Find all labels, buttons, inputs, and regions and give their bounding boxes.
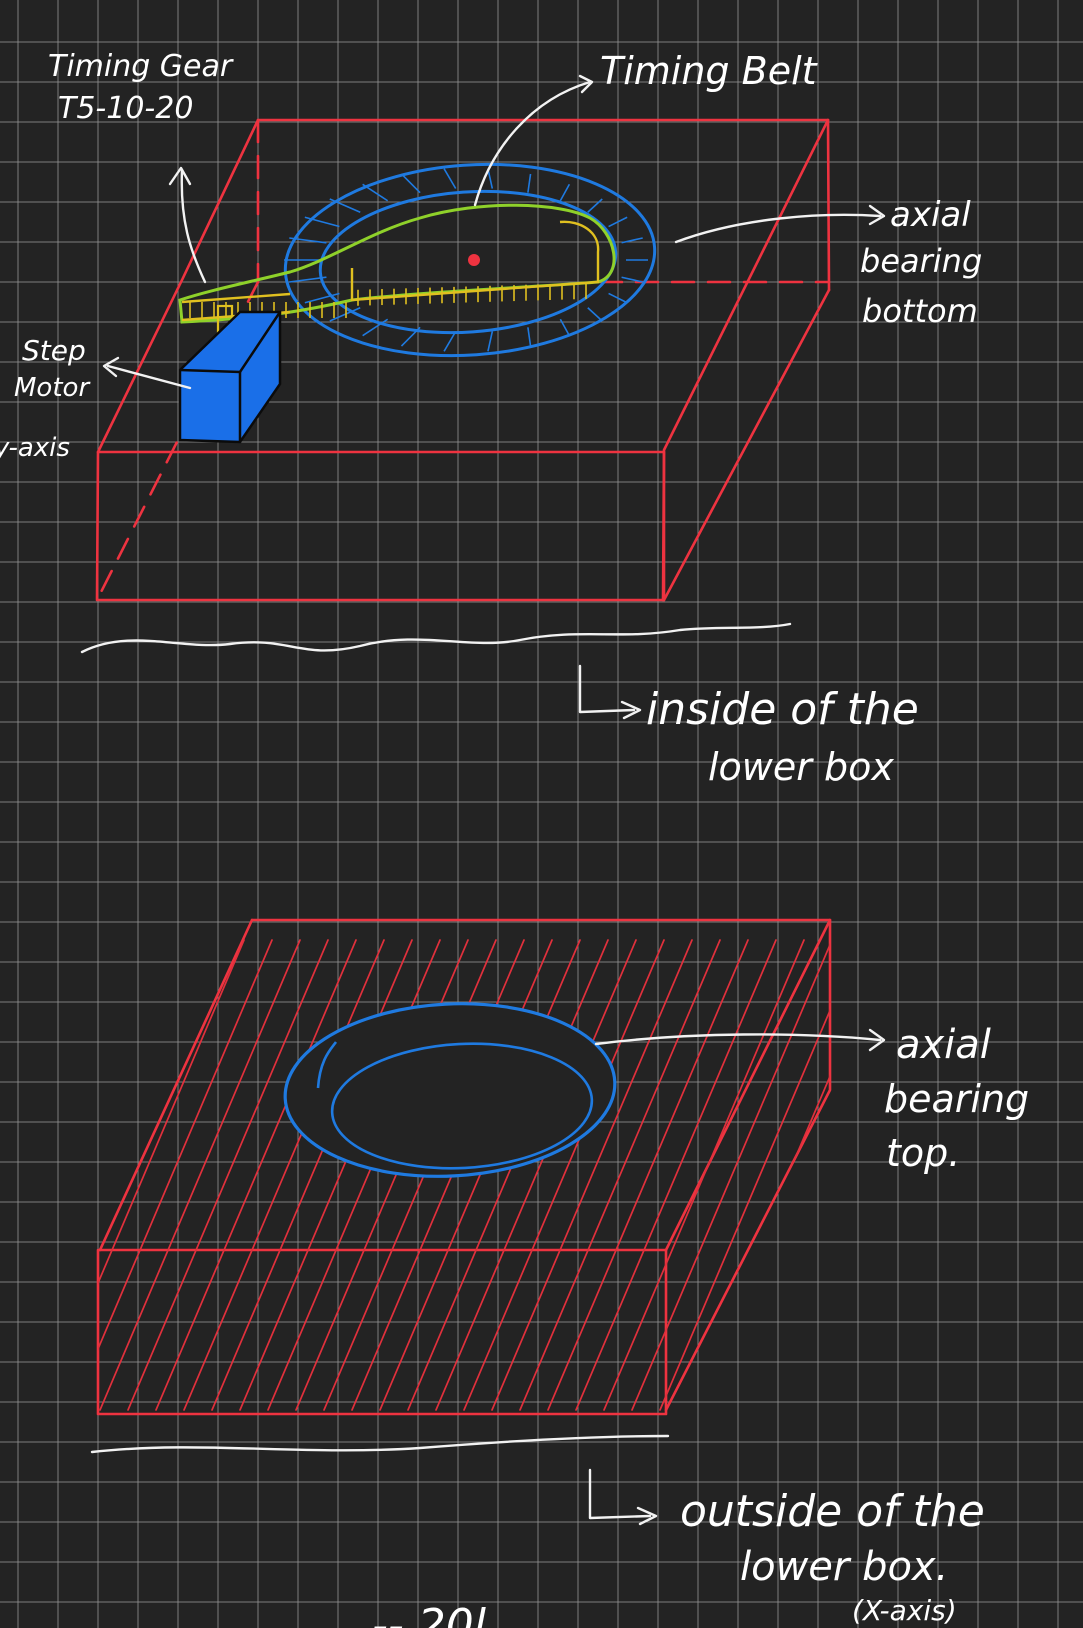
lower-box-outside [96,918,832,1416]
arrow-icon [102,74,886,390]
outside-caption: outside of the [680,1486,985,1537]
step-motor-label: Step [22,334,86,367]
timing-belt-label: Timing Belt [600,49,819,93]
wavy-underline-top [80,622,792,654]
axial-bearing-top [283,1002,617,1178]
timing-belt [178,203,616,324]
inside-caption: lower box [708,745,894,789]
step-motor-label: Motor [14,373,91,403]
inside-caption: inside of the [646,684,919,735]
timing-gear-part-label: T5-10-20 [58,91,193,126]
bracket-arrow-icon [578,664,642,720]
axial-bearing-top-label: top. [886,1131,960,1175]
lower-box-inside [95,118,831,602]
bracket-arrow-icon [588,1468,658,1526]
axis-label: y-axis [0,433,70,463]
axial-bearing-top-label: axial [896,1022,991,1068]
center-dot [468,254,480,266]
axial-bearing-top-label: bearing [884,1077,1029,1121]
step-motor [178,310,282,444]
timing-gear-label: Timing Gear [48,49,234,84]
wavy-underline-bottom [90,1434,670,1454]
axial-bearing-bottom-label: bottom [862,292,978,330]
axial-bearing-bottom-label: bearing [860,242,982,280]
axial-bearing-bottom-label: axial [890,195,971,235]
outside-caption: lower box. [740,1544,948,1590]
bottom-partial-text: -- 20l [372,1600,487,1628]
arrow-icon [594,1028,886,1052]
timing-gear [181,220,600,348]
outside-caption: (X-axis) [852,1594,957,1627]
